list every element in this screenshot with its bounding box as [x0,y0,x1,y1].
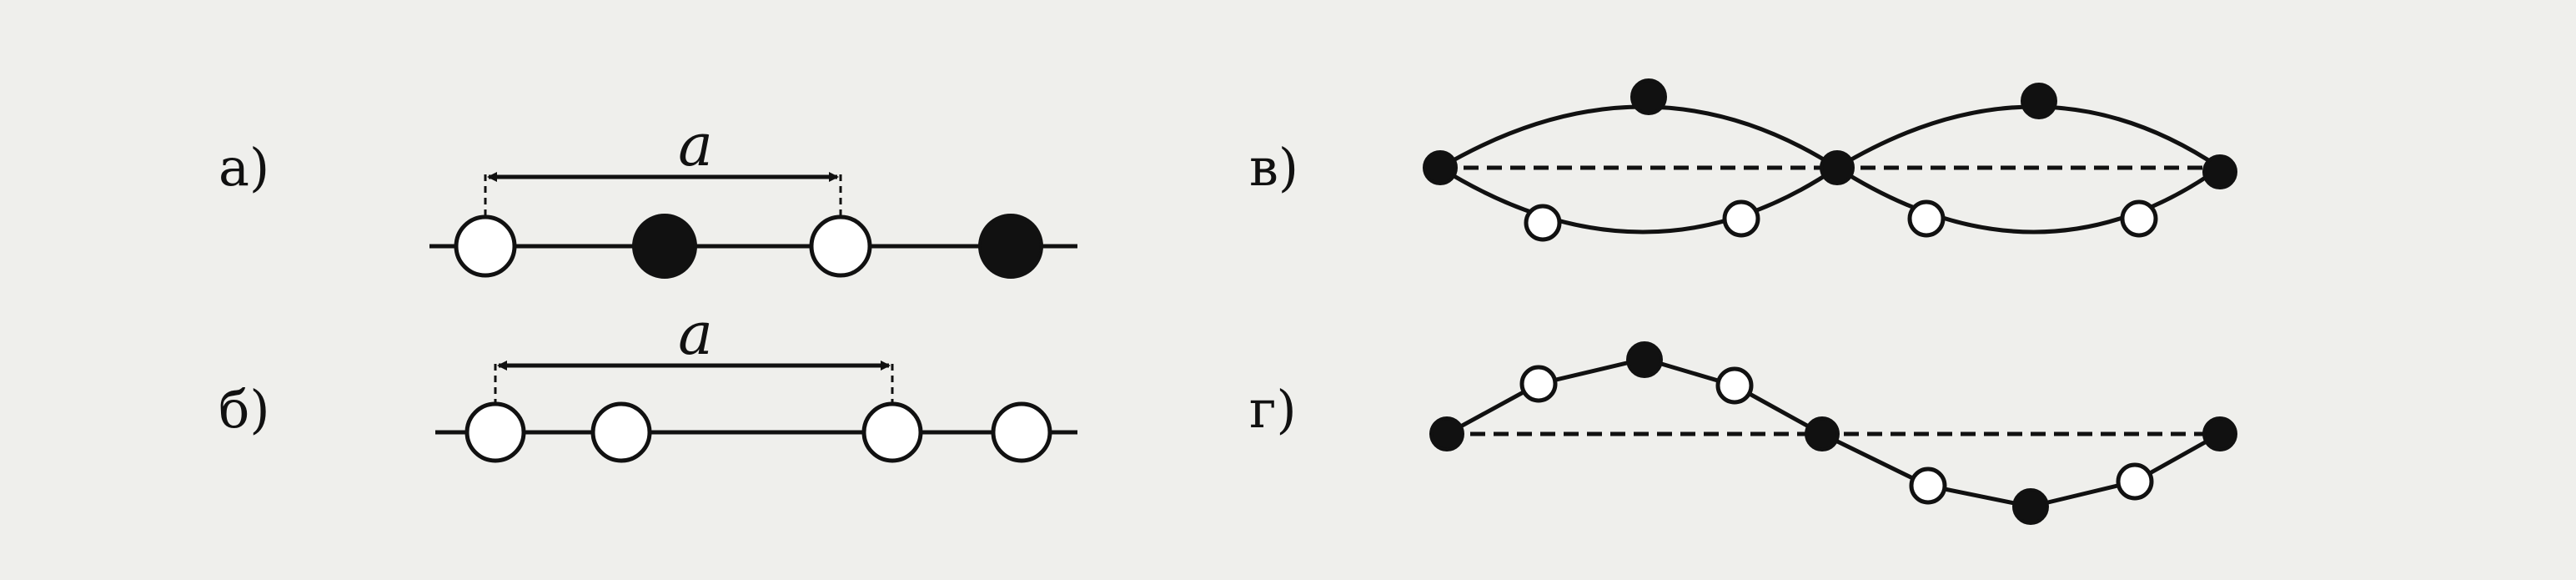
atom-open [1722,199,1760,238]
lower-wave-left-v [1439,165,1839,235]
atom-filled [1805,416,1840,451]
atom-filled [1423,150,1458,185]
atom-filled [1630,78,1667,115]
atom-open [464,401,526,463]
atom-filled [1820,150,1855,185]
panel-g: г) [1249,341,2237,525]
period-label-b: a [678,300,713,368]
period-label-a: a [678,111,713,179]
panel-label-v: в) [1249,137,1298,198]
lower-wave-right-v [1835,165,2222,235]
atom-open [2116,462,2154,501]
atom-open [1907,199,1946,238]
atom-open [1524,204,1562,242]
panel-b: б) a [218,300,1077,463]
atom-filled [1626,341,1663,378]
atom-filled [1429,416,1464,451]
atom-open [809,214,872,278]
atom-open [1715,366,1754,405]
upper-wave-left-v [1439,104,1839,170]
atom-filled [2021,83,2057,119]
atom-open [1519,365,1558,403]
atom-filled [2202,416,2237,451]
atom-filled [632,214,697,279]
atom-open [590,401,652,463]
atom-filled [2202,154,2237,189]
panel-a: а) a [218,111,1077,279]
atom-open [991,401,1052,463]
panel-v: в) [1249,78,2237,242]
atom-filled [978,214,1043,279]
panel-label-a: а) [218,137,269,198]
atom-open [861,401,923,463]
atom-open [454,214,517,278]
panel-label-b: б) [218,379,270,440]
atom-open [1909,467,1947,505]
panel-label-g: г) [1249,379,1297,440]
atom-filled [2012,488,2049,525]
atom-open [2120,199,2158,238]
